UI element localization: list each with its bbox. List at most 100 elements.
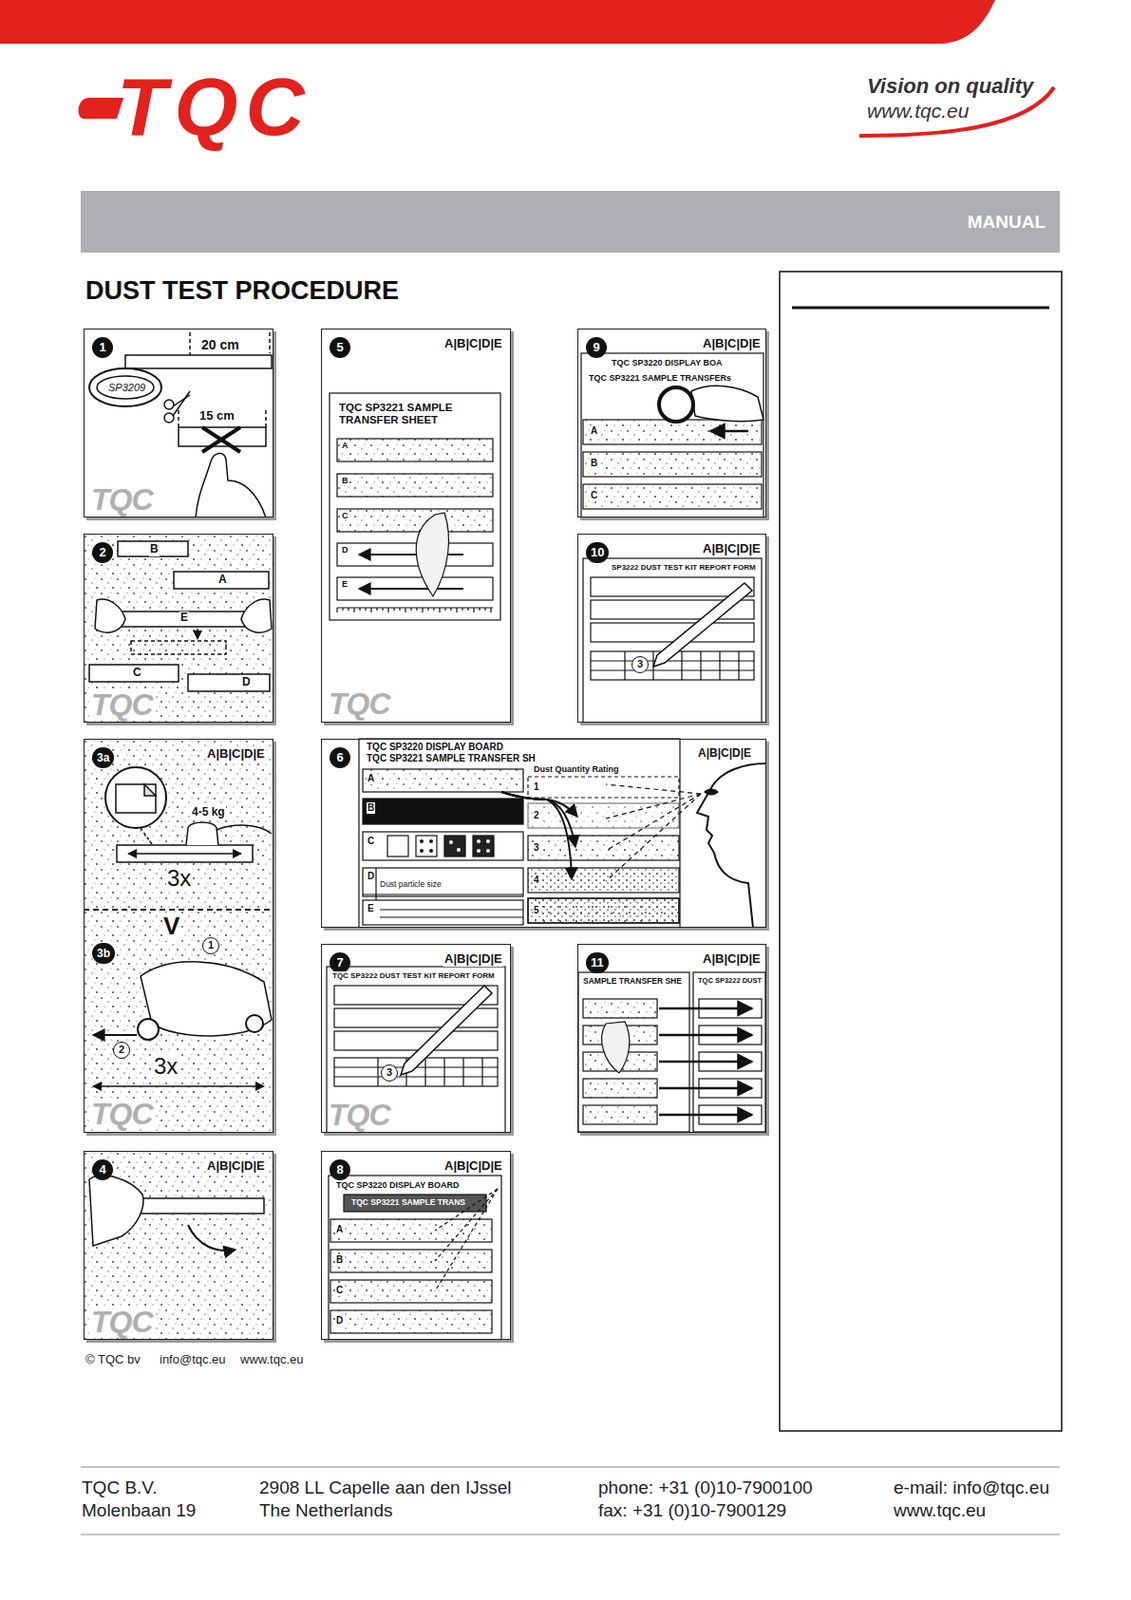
panel-text: SP3222 DUST TEST KIT REPORT FORM <box>610 563 757 572</box>
panel-text: TQC SP3221 SAMPLE TRANSFER SHEET <box>338 401 498 427</box>
step-number: 8 <box>329 1159 351 1181</box>
footer-text: Molenbaan 19 <box>80 1500 197 1522</box>
step3-art <box>83 738 274 1133</box>
panel-text: B <box>366 802 376 814</box>
step7-art-part <box>334 1031 498 1051</box>
step8-art-part <box>328 1175 502 1340</box>
step6-art-part <box>387 835 409 857</box>
step-panel: 2BAECDTQC <box>83 533 274 723</box>
footer-text: fax: +31 (0)10-7900129 <box>597 1500 788 1522</box>
step-panel: 120 cmSP320915 cmTQC <box>83 328 274 518</box>
panel-text: D <box>335 1315 344 1327</box>
step3-art-part <box>140 961 272 1037</box>
step9-art-part <box>691 385 764 421</box>
step6-art-part <box>449 840 461 852</box>
step6-art-part-part <box>419 848 424 853</box>
step-panel: 3aA|B|C|D|E4-5 kg3xV3b123xTQC <box>83 738 274 1133</box>
step1-art-part <box>264 408 267 428</box>
step10-art-part <box>653 583 753 667</box>
step10-art-part <box>590 577 754 597</box>
step9-art-part <box>583 419 762 445</box>
step1-art <box>89 332 272 518</box>
step3-art-part <box>116 845 253 863</box>
step8-art-part <box>330 1310 492 1334</box>
top-band-part <box>0 0 996 44</box>
step-panel: 5A|B|C|D|ETQC SP3221 SAMPLE TRANSFER SHE… <box>320 328 511 723</box>
watermark: TQC <box>90 1306 154 1338</box>
panel-text: A|B|C|D|E <box>443 1159 504 1174</box>
callout-number: 3 <box>631 656 649 674</box>
step8-art-part <box>330 1280 492 1303</box>
step2-art-part <box>173 571 269 589</box>
step11-art-part <box>578 972 690 1132</box>
step6-art-part <box>379 916 524 918</box>
step9-art-part <box>581 353 764 518</box>
panel-text: A|B|C|D|E <box>701 337 762 352</box>
page-title: DUST TEST PROCEDURE <box>84 276 400 306</box>
step8-art-part <box>330 1219 492 1243</box>
step5-art-part <box>415 512 449 597</box>
panel-text: B <box>340 475 350 486</box>
step7-art <box>326 966 506 1133</box>
step11-art-part <box>583 1078 658 1098</box>
step-panel: 8A|B|C|D|ETQC SP3220 DISPLAY BOARDTQC SP… <box>320 1150 511 1340</box>
sidebar-box-part <box>791 306 1050 310</box>
step6-art-part-part <box>429 839 434 844</box>
panel-text: C <box>340 510 350 521</box>
panel-text: TQC SP3220 DISPLAY BOA <box>610 358 724 368</box>
step2-art-part <box>196 628 199 640</box>
step2-art-part <box>241 599 272 633</box>
panel-text: Dust particle size <box>378 880 443 890</box>
panel-text: B <box>335 1254 344 1266</box>
footer-rules-part <box>80 1467 1060 1469</box>
panel-text: Dust Quantity Rating <box>532 764 621 774</box>
footer-rules <box>80 1467 1060 1535</box>
step6-art-part <box>527 776 679 798</box>
panel-text: 3 <box>532 842 541 854</box>
footer-rules-part <box>80 1534 1060 1536</box>
step8-art-part <box>330 1249 492 1273</box>
panel-text: D <box>366 870 376 883</box>
step-panel: 9A|B|C|D|ETQC SP3220 DISPLAY BOATQC SP32… <box>577 328 767 518</box>
watermark: TQC <box>327 1099 392 1131</box>
step4-art <box>83 1150 274 1340</box>
panel-text: TQC SP3220 DISPLAY BOARD <box>335 1180 461 1190</box>
panel-text: TQC SP3222 DUST TEST KIT REPORT FORM <box>331 971 496 981</box>
step5-art-part <box>337 473 493 497</box>
step-number: 4 <box>92 1159 114 1181</box>
step6-art-part-part <box>605 793 701 851</box>
step11-art-part-part <box>659 1007 753 1011</box>
step6-art-part <box>358 738 680 928</box>
watermark: TQC <box>90 484 154 515</box>
step1-art-part <box>89 368 162 407</box>
step8-art <box>328 1175 502 1340</box>
step3-art-part <box>144 784 156 796</box>
step11-art <box>578 972 766 1132</box>
step-number: 2 <box>92 542 114 564</box>
panel-text: A|B|C|D|E <box>206 1159 266 1174</box>
step6-art-part <box>362 900 524 925</box>
step3-art-part <box>105 767 167 829</box>
step6-art-part-part <box>449 840 453 845</box>
step-number: 1 <box>92 337 114 359</box>
panel-text: E <box>366 903 376 915</box>
step5-art-part <box>358 587 464 590</box>
step6-art-part-part <box>605 784 701 794</box>
step11-art-part-part <box>659 1087 753 1091</box>
step11-art-part-part <box>659 1034 753 1037</box>
panel-text: A|B|C|D|E <box>206 747 266 762</box>
step1-art-part <box>188 332 191 356</box>
step3-art-part <box>83 738 274 910</box>
step9-art-part <box>710 430 749 434</box>
panel-text: 20 cm <box>200 337 241 353</box>
step6-art-part-part <box>605 793 701 882</box>
step6-art-part <box>472 835 494 857</box>
step-panel: 10A|B|C|D|ESP3222 DUST TEST KIT REPORT F… <box>577 533 767 723</box>
panel-text: 3x <box>152 1053 179 1080</box>
step7-art-part <box>326 966 506 1133</box>
step-panel: 11A|B|C|D|ESAMPLE TRANSFER SHETQC SP3222… <box>577 943 767 1133</box>
watermark: TQC <box>90 689 154 720</box>
panel-text: C <box>589 490 599 502</box>
panel-text: MANUAL <box>966 211 1047 233</box>
step6-art-part-part <box>419 839 424 844</box>
